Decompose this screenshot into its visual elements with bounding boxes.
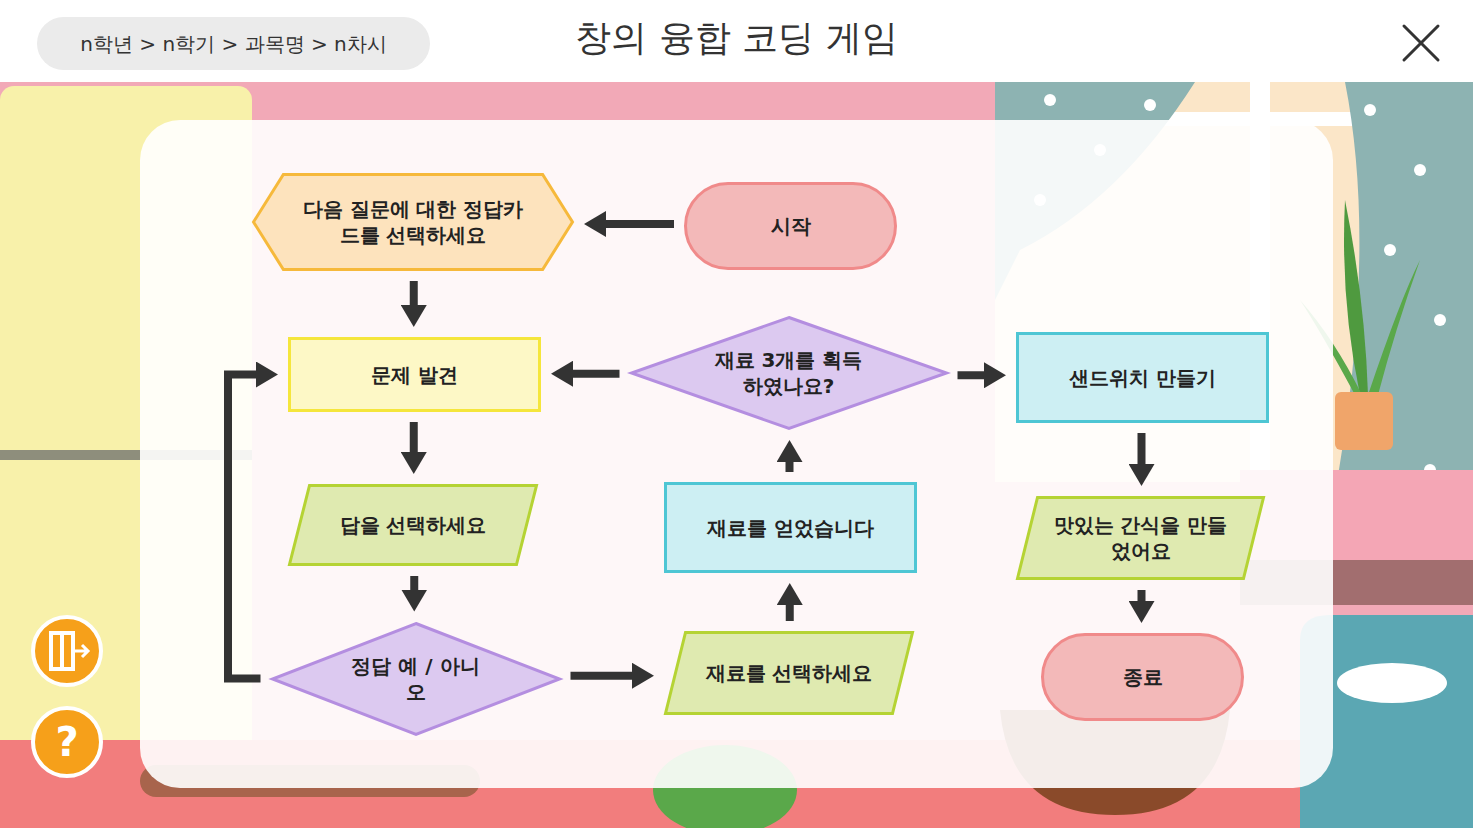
flow-arrow: [410, 576, 418, 594]
start-terminator: 시작: [684, 182, 897, 270]
node-text: 재료를 선택하세요: [706, 660, 873, 686]
flow-arrow: [1138, 433, 1146, 468]
node-text: 다음 질문에 대한 정답카드를 선택하세요: [297, 196, 529, 248]
shape-fill: [37, 17, 430, 70]
exit-button: [33, 617, 101, 685]
flow-arrow: [569, 370, 620, 378]
output-parallelogram: 맛있는 간식을 만들었어요: [1016, 496, 1265, 580]
flow-arrow: [571, 672, 637, 680]
curtain: [1330, 82, 1473, 520]
flow-arrow: [602, 220, 674, 228]
bag-label: [1337, 663, 1447, 703]
flow-arrow: [410, 422, 418, 456]
decision-diamond: 정답 예 / 아니오: [271, 622, 561, 736]
flow-arrow: [786, 458, 794, 472]
shape-fill: [631, 318, 946, 429]
node-text: 샌드위치 만들기: [1069, 365, 1216, 391]
header-bar: [0, 0, 1473, 82]
node-text: n학년 > n학기 > 과목명 > n차시: [80, 31, 386, 57]
help-button: [33, 708, 101, 776]
preparation-hexagon: 다음 질문에 대한 정답카드를 선택하세요: [252, 173, 574, 271]
node-text: 재료 3개를 획득 하였나요?: [712, 347, 866, 399]
shape-fill: [666, 633, 913, 714]
end-terminator: 종료: [1041, 633, 1244, 721]
process-box: 재료를 얻었습니다: [664, 482, 917, 573]
flow-arrow: [958, 371, 989, 379]
shape-fill: [1043, 635, 1243, 720]
input-parallelogram: 재료를 선택하세요: [664, 631, 914, 715]
shape-fill: [686, 184, 896, 269]
decision-diamond: 재료 3개를 획득 하였나요?: [630, 316, 948, 430]
node-text: 문제 발견: [371, 362, 458, 388]
breadcrumb-pill: n학년 > n학기 > 과목명 > n차시: [37, 17, 430, 70]
process-box: 문제 발견: [288, 337, 541, 412]
flow-arrow: [228, 375, 261, 679]
flow-arrow: [786, 601, 794, 621]
process-box: 샌드위치 만들기: [1016, 332, 1269, 423]
flow-arrow: [1138, 590, 1146, 605]
shape-outline: [271, 622, 561, 736]
shape-fill: [272, 623, 559, 734]
shape-outline: [1016, 496, 1265, 580]
flow-arrow: [410, 281, 418, 309]
shape-fill: [1018, 334, 1268, 422]
shape-outline: [252, 173, 574, 271]
page-title: 창의 융합 코딩 게임: [575, 17, 897, 58]
wall: [0, 82, 1473, 828]
node-text: 맛있는 간식을 만들었어요: [1054, 512, 1228, 564]
shape-fill: [290, 486, 537, 565]
node-text: 재료를 얻었습니다: [707, 515, 874, 541]
input-parallelogram: 답을 선택하세요: [288, 484, 538, 566]
node-text: 정답 예 / 아니오: [346, 653, 486, 705]
node-text: 시작: [771, 213, 811, 239]
shape-outline: [630, 316, 948, 430]
shape-fill: [254, 175, 573, 270]
close-icon: [1404, 26, 1438, 60]
shape-fill: [290, 339, 540, 411]
shape-fill: [666, 484, 916, 572]
help-icon-glyph: ?: [55, 722, 78, 762]
content-panel: [140, 120, 1333, 788]
node-text: 답을 선택하세요: [340, 512, 487, 538]
node-text: 종료: [1123, 664, 1163, 690]
shape-fill: [1018, 498, 1264, 579]
